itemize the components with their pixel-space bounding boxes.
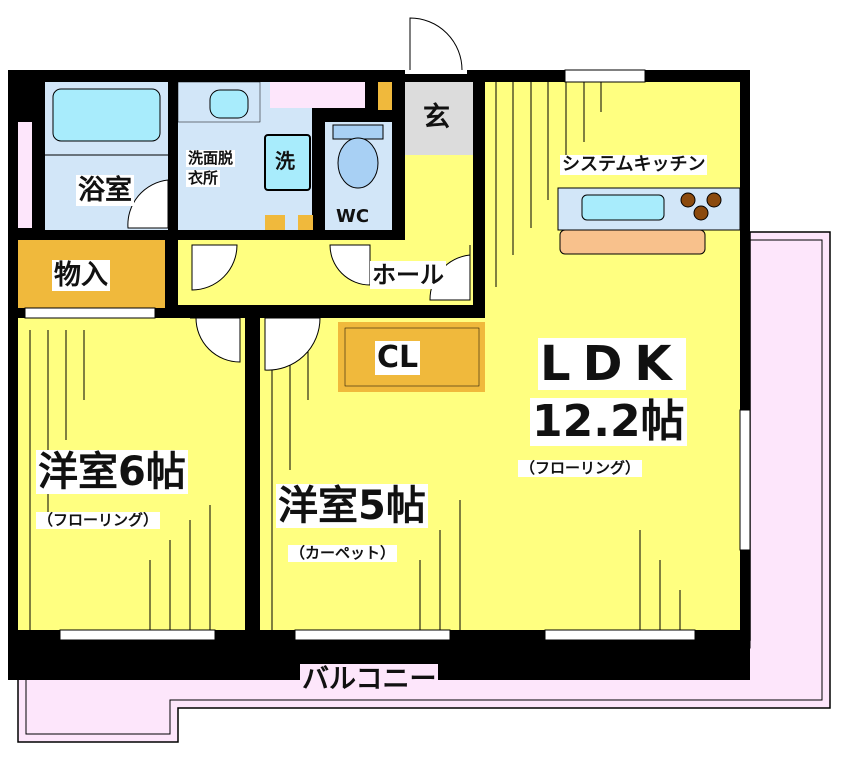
ldk-label: LDK: [538, 336, 686, 392]
kitchen-sink: [581, 194, 665, 221]
storage-label: 物入: [52, 260, 110, 291]
stove-burner: [706, 192, 722, 208]
balcony-label: バルコニー: [300, 664, 439, 695]
entrance-label: 玄: [421, 102, 452, 133]
kitchen-cabinet: [559, 229, 706, 255]
entry-door-swing: [409, 17, 463, 71]
washer-label: 洗: [273, 149, 297, 173]
room5-label: 洋室5帖: [276, 483, 428, 529]
washroom-label-line2: 衣所: [186, 169, 221, 187]
toilet: [337, 137, 379, 189]
ldk-size-label: 12.2帖: [530, 396, 687, 447]
washroom-label-line1: 洗面脱: [186, 149, 236, 167]
room6-label: 洋室6帖: [36, 449, 188, 495]
closet-label: CL: [375, 340, 421, 375]
hall-label: ホール: [370, 261, 446, 289]
room6-flooring-label: （フローリング）: [36, 511, 161, 529]
kitchen-label: システムキッチン: [560, 154, 708, 175]
ldk-flooring-label: （フローリング）: [518, 459, 643, 477]
bathtub: [52, 88, 161, 142]
room5-flooring-label: （カーペット）: [288, 544, 398, 562]
stove-burner: [693, 205, 709, 221]
stove-burner: [680, 192, 696, 208]
wc-label: WC: [334, 206, 372, 227]
sink: [209, 89, 249, 119]
bathroom-label: 浴室: [76, 175, 134, 206]
